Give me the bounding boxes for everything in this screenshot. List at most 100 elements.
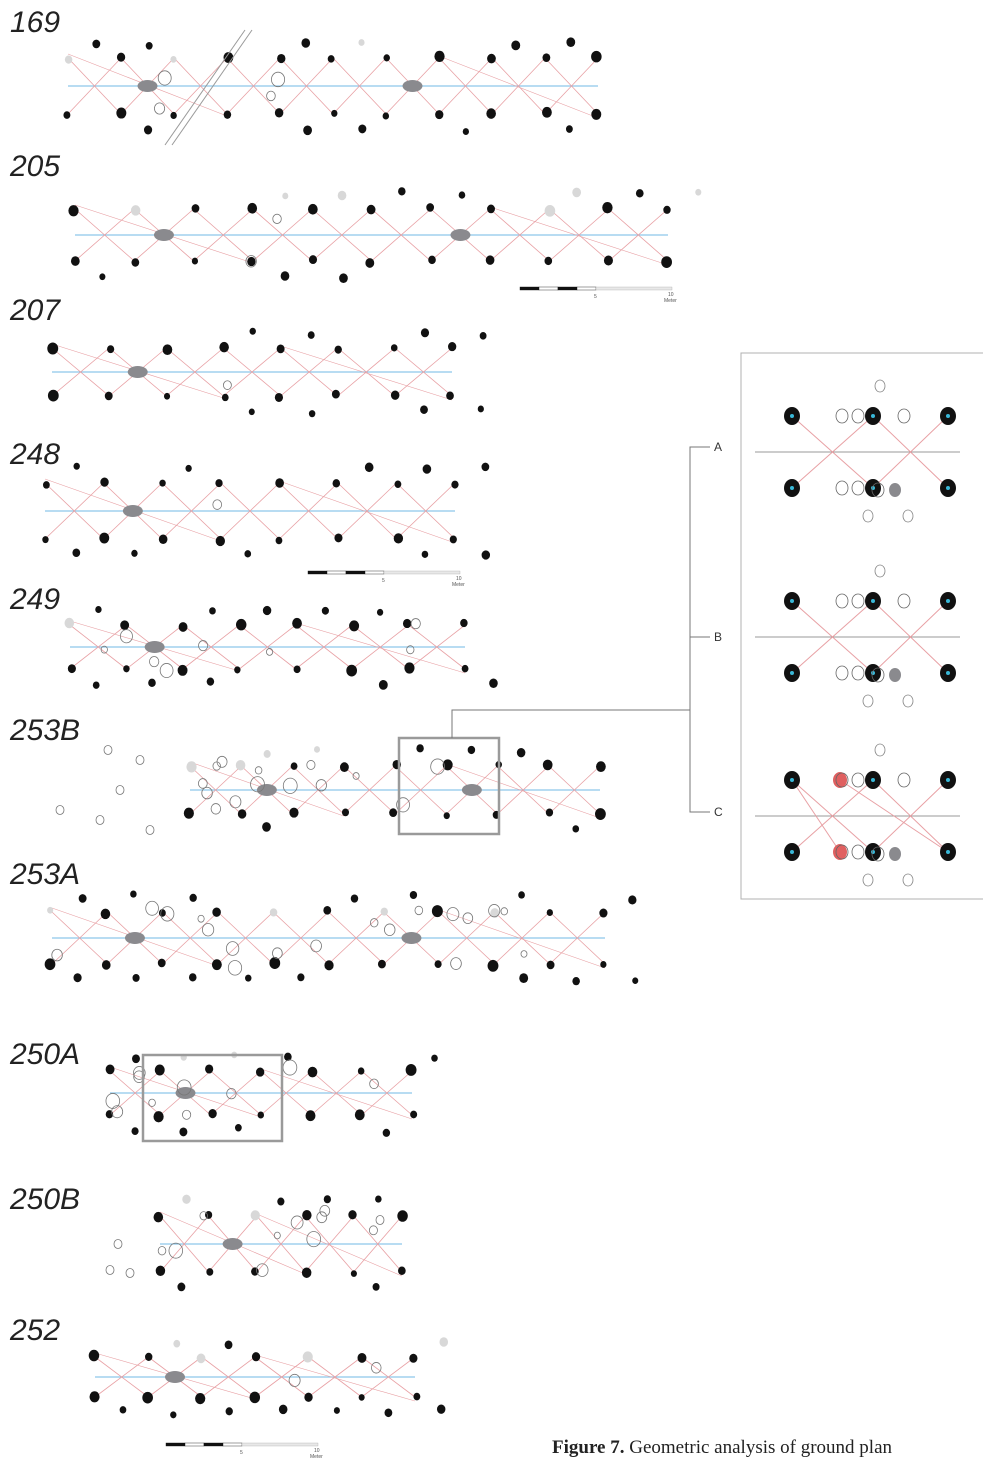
roof-post: [434, 960, 442, 969]
plan-label-253b: 253B: [10, 714, 81, 747]
roof-post: [158, 909, 166, 917]
diagonal-line: [308, 1356, 362, 1398]
roof-post: [603, 255, 613, 266]
roof-post: [42, 536, 49, 544]
roof-post: [100, 908, 111, 920]
roof-post: [341, 808, 350, 817]
diagonal-line: [166, 347, 224, 397]
roof-post: [428, 255, 436, 265]
roof-post: [116, 107, 127, 119]
wall-post: [297, 973, 305, 982]
plan-249-group: [64, 605, 498, 690]
wall-post: [409, 890, 418, 900]
open-pit: [149, 656, 160, 668]
roof-post: [104, 391, 113, 401]
wall-post: [119, 1406, 127, 1414]
open-pit: [157, 70, 172, 86]
scalebar-segment: [538, 286, 559, 291]
roof-post: [275, 536, 283, 545]
roof-post: [155, 1265, 166, 1277]
post-center-dot: [946, 778, 950, 782]
wall-post: [307, 331, 315, 339]
post-center-dot: [871, 414, 875, 418]
wall-post: [436, 1404, 446, 1414]
roof-post: [402, 618, 412, 629]
scalebar-segment: [595, 286, 673, 291]
wall-post: [339, 273, 348, 283]
wall-post: [382, 1128, 391, 1137]
roof-post: [234, 666, 241, 674]
roof-post: [544, 256, 553, 266]
roof-post: [595, 808, 606, 820]
wall-post: [337, 190, 347, 201]
long-diagonal-line: [295, 622, 466, 674]
roof-post: [67, 664, 76, 674]
long-diagonal-line: [279, 480, 456, 544]
open-pit: [835, 844, 849, 860]
roof-post: [413, 1392, 421, 1401]
diagonal-line: [182, 624, 240, 670]
open-pit: [306, 760, 316, 770]
wall-post: [244, 550, 252, 558]
roof-post: [357, 1352, 367, 1363]
open-pit: [414, 905, 424, 916]
roof-post: [269, 957, 281, 970]
roof-post: [350, 1270, 357, 1277]
roof-post: [249, 1391, 261, 1404]
roof-post: [544, 204, 556, 217]
roof-post: [120, 620, 130, 631]
diagonal-line: [226, 57, 281, 115]
open-pit: [120, 629, 133, 644]
scalebar-segment: [165, 1442, 186, 1447]
open-pit: [254, 766, 263, 775]
diagonal-line: [74, 208, 135, 262]
figure-caption: Figure 7. Geometric analysis of ground p…: [552, 1437, 892, 1459]
hearth-feature: [461, 784, 482, 796]
detail-variant-c: [755, 743, 960, 887]
roof-post: [389, 808, 398, 818]
open-pit: [133, 1066, 146, 1080]
open-pit: [199, 1211, 208, 1221]
wall-post: [278, 1404, 288, 1415]
open-pit: [266, 648, 274, 656]
open-pit: [520, 950, 528, 958]
scalebar-end-label: 10: [456, 576, 462, 582]
wall-post: [572, 825, 580, 833]
diagonal-line: [67, 57, 122, 115]
scalebar-segment: [557, 286, 578, 291]
roof-post: [461, 664, 469, 673]
open-pit: [256, 1263, 269, 1277]
open-pit: [902, 873, 914, 887]
open-pit: [105, 1093, 121, 1109]
scalebar-end-label: 10: [668, 292, 674, 298]
roof-post: [390, 344, 398, 352]
wall-post: [277, 1197, 285, 1206]
open-pit: [406, 645, 415, 655]
roof-post: [157, 958, 166, 968]
diagonal-line: [549, 208, 609, 262]
post-center-dot: [946, 671, 950, 675]
open-pit: [310, 939, 322, 953]
roof-post: [64, 617, 75, 629]
open-pit: [500, 907, 508, 916]
open-pit: [148, 1098, 156, 1107]
diagonal-line: [189, 765, 242, 815]
open-pit: [862, 873, 874, 887]
roof-post: [307, 203, 318, 215]
open-pit: [450, 957, 462, 970]
bracket-line: [689, 446, 710, 813]
hearth-feature: [256, 784, 277, 796]
roof-post: [215, 535, 225, 547]
hearth-feature: [222, 1238, 243, 1250]
wall-post: [420, 405, 428, 414]
open-pit: [271, 71, 286, 88]
diagonal-line: [279, 482, 339, 540]
roof-post: [293, 665, 301, 674]
roof-post: [304, 1392, 313, 1402]
hearth-feature: [889, 847, 901, 861]
wall-post: [234, 1123, 242, 1132]
branch-label-b: B: [714, 630, 722, 644]
wall-post: [431, 1054, 438, 1062]
open-pit: [111, 1105, 124, 1119]
wall-post: [628, 895, 637, 905]
